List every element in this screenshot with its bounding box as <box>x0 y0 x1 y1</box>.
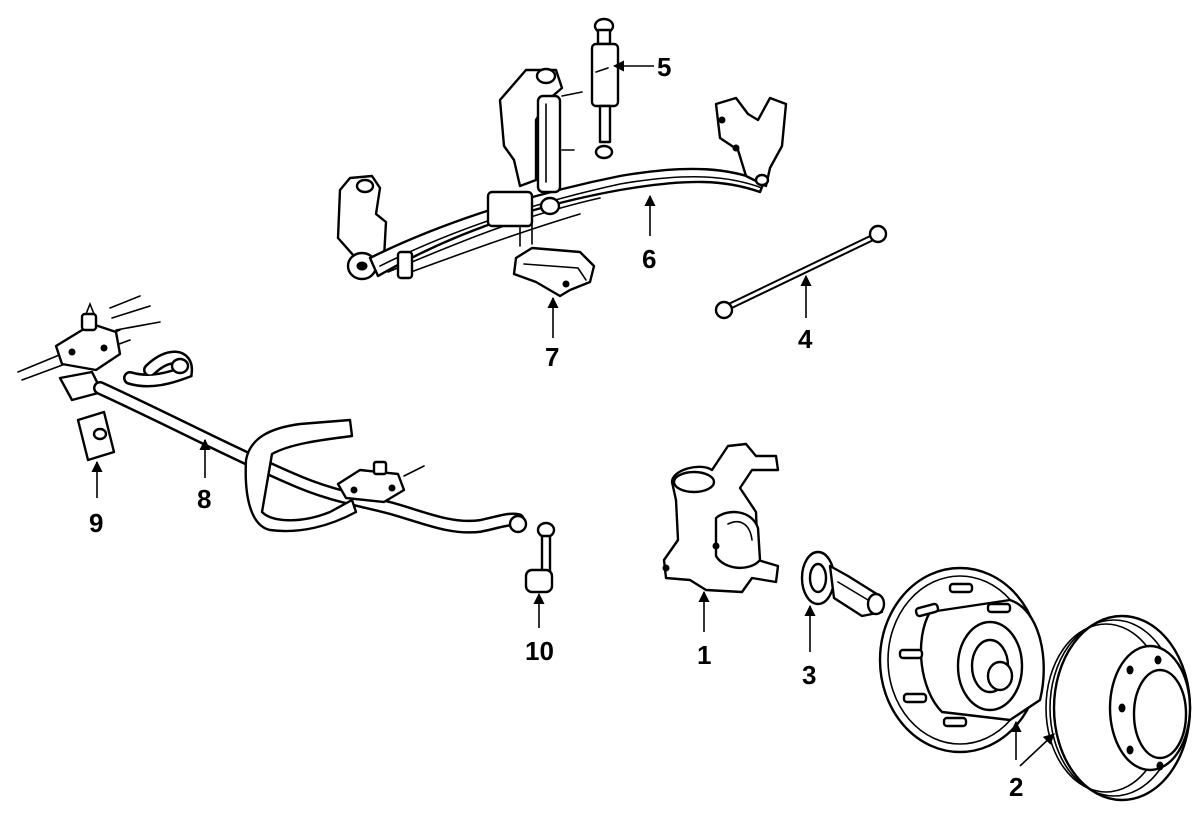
spindle <box>800 550 886 618</box>
steering-knuckle <box>662 442 780 594</box>
spring-seat-bracket <box>512 246 596 298</box>
shock-absorber <box>590 17 620 160</box>
leader-2b <box>1019 733 1055 767</box>
callout-labels: 5 6 7 4 8 9 10 1 3 2 <box>89 52 1023 802</box>
hub-and-rotor <box>878 566 1192 802</box>
callout-7: 7 <box>545 342 559 372</box>
callout-6: 6 <box>642 244 656 274</box>
link-rod <box>714 224 888 320</box>
stabilizer-bar <box>17 295 528 534</box>
stabilizer-bushing <box>76 410 116 462</box>
callout-8: 8 <box>197 484 211 514</box>
callout-5: 5 <box>657 52 671 82</box>
leaf-spring-assembly <box>336 67 788 281</box>
leader-lines <box>91 60 1055 767</box>
callout-9: 9 <box>89 508 103 538</box>
callout-10: 10 <box>525 636 554 666</box>
callout-1: 1 <box>697 640 711 670</box>
callout-3: 3 <box>802 660 816 690</box>
stabilizer-link <box>524 521 556 594</box>
callout-2: 2 <box>1009 772 1023 802</box>
callout-4: 4 <box>798 324 813 354</box>
